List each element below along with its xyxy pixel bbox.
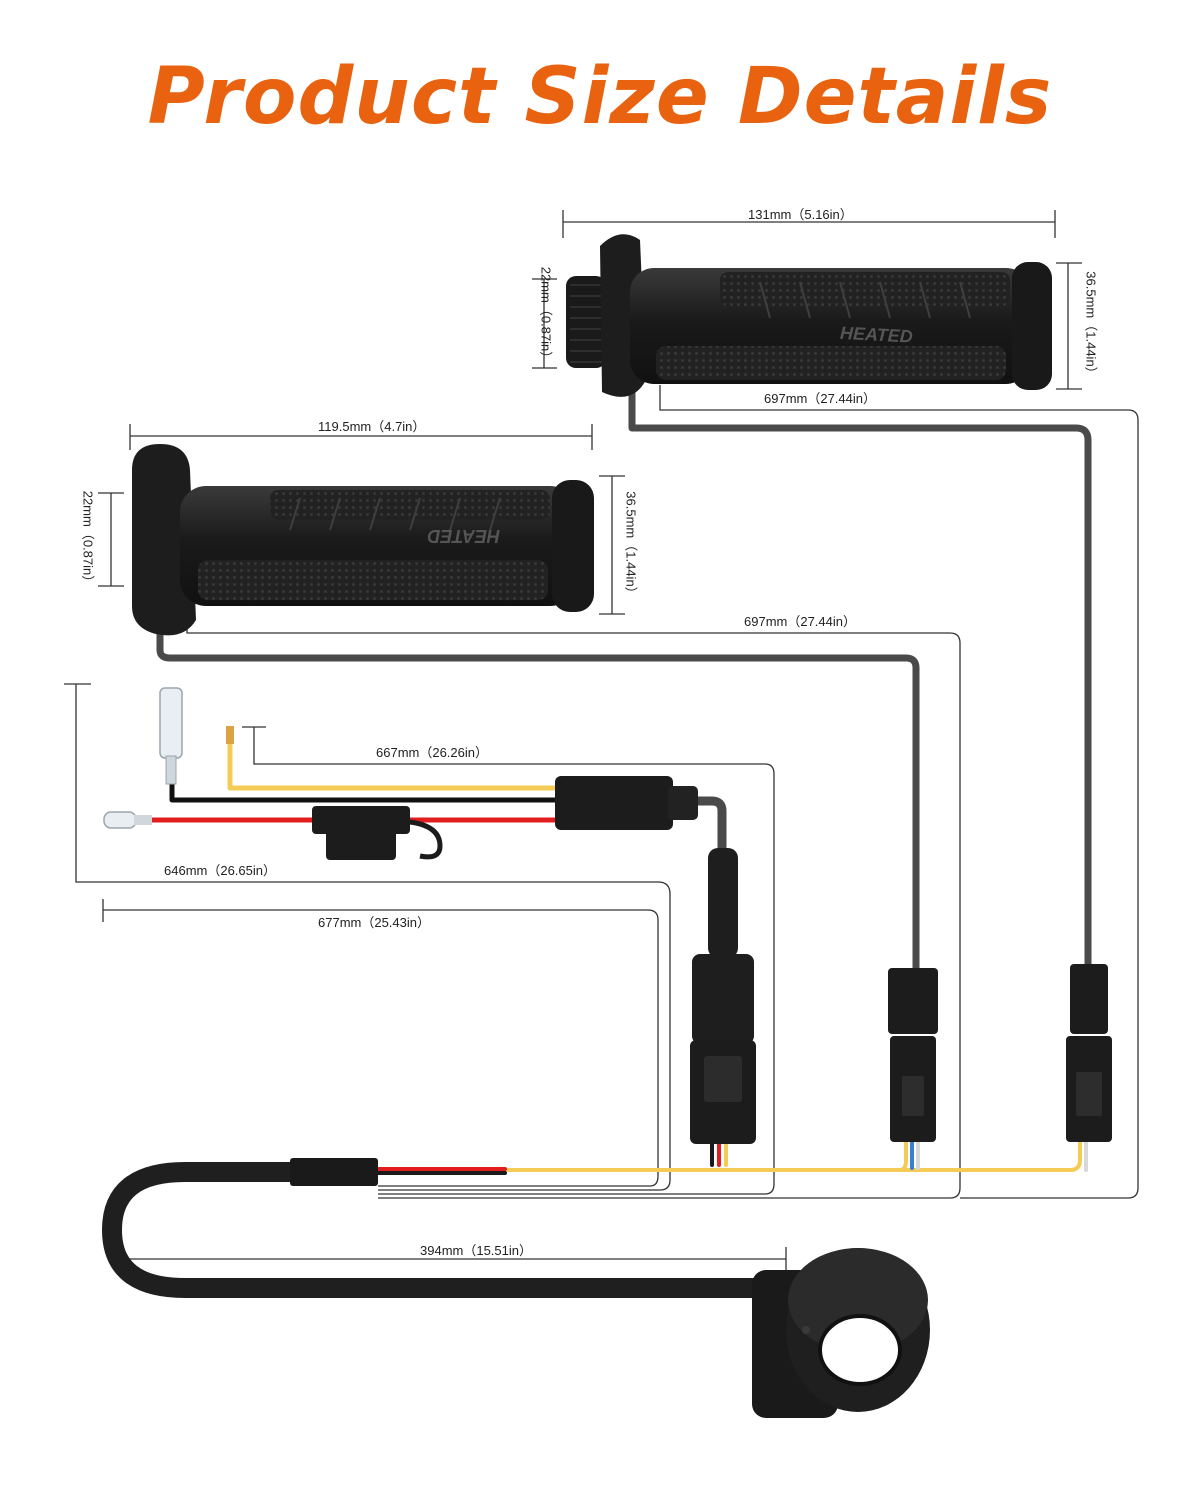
spade-terminal-icon [159, 687, 183, 785]
yellow-lead-length-label: 667mm（26.26in） [374, 745, 490, 760]
top-grip-inner-diameter-label: 22mm（0.87in） [538, 266, 554, 365]
fuse-holder-icon [312, 806, 443, 860]
bottom-grip-label: HEATED [427, 526, 500, 546]
top-grip-outer-diameter-label: 36.5mm（1.44in） [1083, 271, 1099, 380]
top-grip-cable-length-label: 697mm（27.44in） [762, 391, 878, 406]
bottom-grip-inner-diameter-label: 22mm（0.87in） [80, 490, 96, 589]
bare-wire-tip [226, 726, 234, 744]
yellow-bus-wire [503, 1140, 1082, 1172]
connector-icon [1066, 964, 1112, 1142]
handlebar-switch-icon [752, 1248, 930, 1418]
main-connector-icon [690, 848, 756, 1144]
bottom-grip-cable [156, 626, 920, 976]
top-grip-label: HEATED [840, 323, 914, 347]
bottom-grip-outer-diameter-label: 36.5mm（1.44in） [623, 491, 639, 600]
switch-loop-cable [102, 1162, 820, 1298]
black-lead-length-label: 646mm（26.65in） [162, 863, 278, 878]
dimension-lines [64, 210, 1139, 1272]
top-grip-icon [566, 234, 1052, 397]
connector-icon [888, 968, 938, 1142]
top-grip-length-label: 131mm（5.16in） [746, 207, 855, 222]
bullet-terminal-icon [103, 811, 152, 829]
bottom-grip-icon [132, 444, 594, 636]
switch-cable-length-label: 394mm（15.51in） [418, 1243, 534, 1258]
harness-main-cable [691, 796, 727, 857]
black-lead-wire [169, 777, 563, 803]
yellow-lead-wire [227, 737, 563, 791]
bottom-grip-length-label: 119.5mm（4.7in） [316, 419, 428, 434]
switch-cable-sleeve [290, 1158, 378, 1186]
top-grip-cable [628, 388, 1092, 972]
bottom-grip-cable-length-label: 697mm（27.44in） [742, 614, 858, 629]
red-lead-length-label: 677mm（25.43in） [316, 915, 432, 930]
harness-junction-icon [555, 776, 698, 830]
page-title: Product Size Details [147, 52, 1053, 142]
